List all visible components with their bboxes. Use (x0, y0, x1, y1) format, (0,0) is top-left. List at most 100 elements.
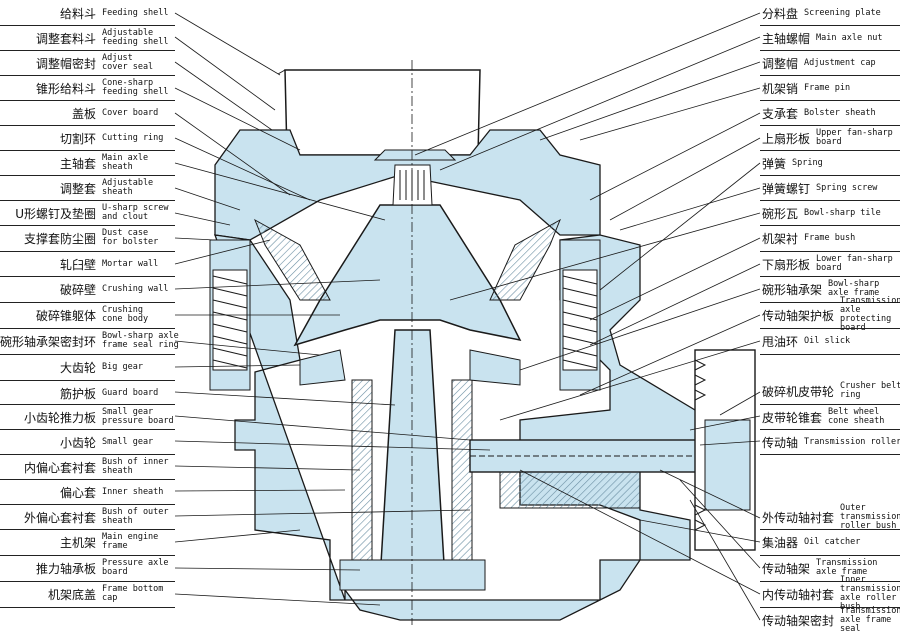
label-rule (0, 125, 175, 126)
label-cn: 传动轴架密封 (762, 613, 835, 628)
label-rule (0, 25, 175, 26)
label-en: Transmission axle frame (816, 558, 878, 577)
label-rule (0, 529, 175, 530)
label-en: Small gear (102, 436, 154, 447)
label-rule (0, 175, 175, 176)
label-cn: 集油器 (762, 535, 799, 550)
label-rule (0, 607, 175, 608)
label-cn: 支撑套防尘圈 (23, 231, 96, 246)
label-rule (0, 454, 175, 455)
label-cn: 机架销 (762, 81, 799, 96)
label-bowl-sharp-tile: 碗形瓦 Bowl-sharp tile (762, 200, 900, 226)
label-rule (0, 328, 175, 329)
label-rule (760, 100, 900, 101)
label-rule (0, 276, 175, 277)
label-en: Guard board (102, 387, 159, 398)
crusher-belt-pulley (694, 349, 756, 551)
label-rule (760, 75, 900, 76)
label-cn: 机架底盖 (47, 587, 96, 602)
label-cn: 传动轴架 (762, 561, 811, 576)
label-rule (760, 429, 900, 430)
label-rule (0, 251, 175, 252)
label-cn: 破碎锥躯体 (35, 308, 96, 323)
label-cn: 支承套 (762, 106, 799, 121)
label-cn: 破碎机皮带轮 (762, 384, 835, 399)
label-crusher-belt-ring: 破碎机皮带轮 Crusher belt ring (762, 378, 900, 404)
label-rule (0, 225, 175, 226)
label-rule (760, 404, 900, 405)
label-en: Transmission axle frame seal (840, 605, 900, 634)
label-cn: 下扇形板 (762, 257, 811, 272)
label-en: Crusher belt ring (840, 381, 900, 400)
label-en: Cover board (102, 107, 159, 118)
label-rule (760, 555, 900, 556)
label-en: Bolster sheath (804, 107, 876, 118)
label-en: Belt wheel cone sheath (828, 407, 885, 426)
label-feeding-shell: 给料斗 Feeding shell (0, 0, 200, 26)
label-en: Lower fan-sharp board (816, 254, 893, 273)
label-cn: 盖板 (71, 106, 96, 121)
label-upper-fan-sharp-board: 上扇形板 Upper fan-sharp board (762, 125, 900, 151)
label-rule (0, 581, 175, 582)
label-en: Bowl-sharp tile (804, 207, 881, 218)
label-rule (760, 454, 900, 455)
leader-lines-left (174, 12, 491, 606)
label-cn: 碗形瓦 (762, 206, 799, 221)
label-rule (760, 302, 900, 303)
label-en: Frame pin (804, 82, 851, 93)
label-en: Spring screw (816, 182, 878, 193)
label-cn: 碗形轴承架 (762, 282, 823, 297)
label-cn: 调整帽密封 (35, 56, 96, 71)
label-cn: 分料盘 (762, 6, 799, 21)
label-cn: 小齿轮推力板 (23, 410, 96, 425)
label-en: Feeding shell (102, 7, 169, 18)
label-cn: U形螺钉及垫圈 (15, 206, 96, 221)
label-en: Main axle nut (816, 32, 883, 43)
label-en: Main axle sheath (102, 153, 149, 172)
label-cn: 给料斗 (59, 6, 96, 21)
label-en: Main engine frame (102, 532, 159, 551)
label-cn: 机架衬 (762, 231, 799, 246)
label-bolster-sheath: 支承套 Bolster sheath (762, 100, 900, 126)
label-cn: 轧臼壁 (59, 257, 96, 272)
label-en: Dust case for bolster (102, 228, 159, 247)
label-en: Adjustment cap (804, 57, 876, 68)
label-en: Spring (792, 157, 823, 168)
label-cn: 外偏心套衬套 (23, 510, 96, 525)
label-rule (0, 429, 175, 430)
label-cn: 上扇形板 (762, 131, 811, 146)
label-en: Upper fan-sharp board (816, 128, 893, 147)
label-rule (760, 150, 900, 151)
label-en: Cutting ring (102, 132, 164, 143)
label-cn: 调整帽 (762, 56, 799, 71)
label-cn: 调整套 (59, 181, 96, 196)
label-rule (0, 100, 175, 101)
big-gear (299, 349, 521, 386)
label-cover-board: 盖板 Cover board (0, 100, 200, 126)
label-rule (0, 50, 175, 51)
label-cn: 偏心套 (59, 485, 96, 500)
label-rule (760, 354, 900, 355)
label-rule (760, 225, 900, 226)
label-en: Inner sheath (102, 486, 164, 497)
